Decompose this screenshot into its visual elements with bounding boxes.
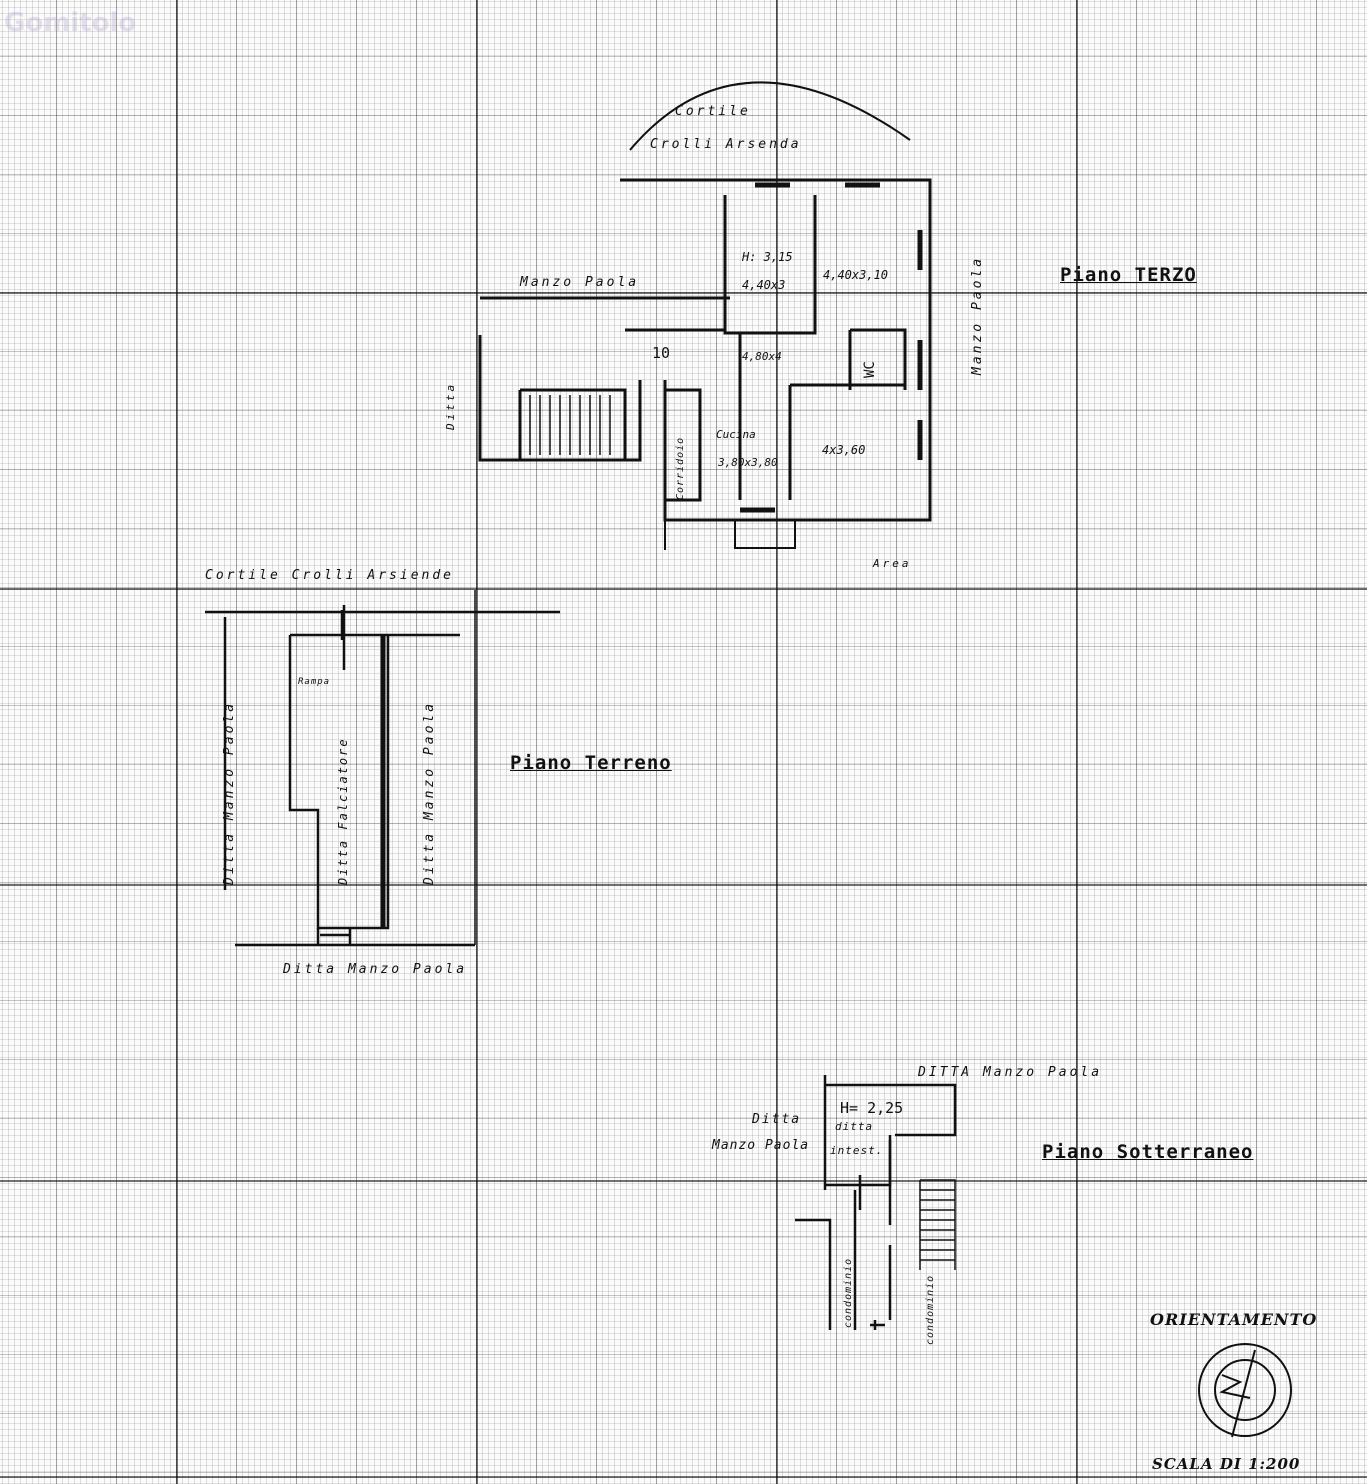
label-wc: WC — [862, 361, 878, 378]
compass-rose-icon — [1198, 1343, 1292, 1438]
label-cortile-terreno: Cortile Crolli Arsiende — [205, 568, 455, 583]
label-condominio-1: condominio — [843, 1257, 854, 1328]
label-ditta-right: Ditta Manzo Paola — [422, 700, 437, 885]
label-room-4: 4x3,60 — [822, 443, 866, 457]
label-area: Area — [873, 557, 912, 570]
label-orientamento: ORIENTAMENTO — [1150, 1310, 1318, 1329]
label-ditta-left-2: Manzo Paola — [712, 1138, 810, 1153]
label-ditta-left-1: Ditta — [752, 1112, 802, 1127]
label-crolli: Crolli Arsenda — [650, 137, 802, 152]
label-condominio-2: condominio — [925, 1274, 936, 1345]
label-room-2: 4,40x3,10 — [823, 268, 889, 282]
plan-piano-sotterraneo — [795, 1075, 957, 1330]
label-ditta: Ditta — [444, 381, 457, 430]
label-step: 10 — [652, 344, 671, 362]
label-hall: 4,80x4 — [742, 350, 782, 363]
label-cucina: Cucina — [716, 428, 756, 441]
label-rampa: Rampa — [298, 677, 331, 687]
title-piano-terreno: Piano Terreno — [510, 752, 672, 774]
label-ditta-mid: Ditta Falciatore — [336, 737, 350, 885]
label-manzo-paola-right: Manzo Paola — [970, 255, 985, 375]
label-manzo-paola: Manzo Paola — [520, 275, 640, 290]
plan-piano-terreno — [205, 590, 560, 947]
plan-piano-terzo — [478, 81, 932, 550]
label-corridoio: Corridoio — [675, 436, 686, 500]
label-ditta-bottom: Ditta Manzo Paola — [283, 962, 468, 977]
title-piano-terzo: Piano TERZO — [1060, 264, 1197, 286]
label-room-1: 4,40x3 — [742, 278, 786, 292]
label-height: H: 3,15 — [742, 250, 793, 264]
label-ditta-top: DITTA Manzo Paola — [918, 1065, 1103, 1080]
label-scala: SCALA DI 1:200 — [1152, 1455, 1301, 1473]
label-intest-2: intest. — [830, 1144, 884, 1157]
label-ditta-left: Ditta Manzo Paola — [222, 700, 237, 885]
title-piano-sotterraneo: Piano Sotterraneo — [1042, 1141, 1254, 1163]
watermark: Gomitolo — [4, 8, 137, 38]
label-room-3: 3,80x3,80 — [718, 456, 778, 469]
label-cortile: Cortile — [675, 104, 751, 119]
label-height-sotterraneo: H= 2,25 — [840, 1099, 904, 1117]
label-intest-1: ditta — [835, 1120, 874, 1133]
